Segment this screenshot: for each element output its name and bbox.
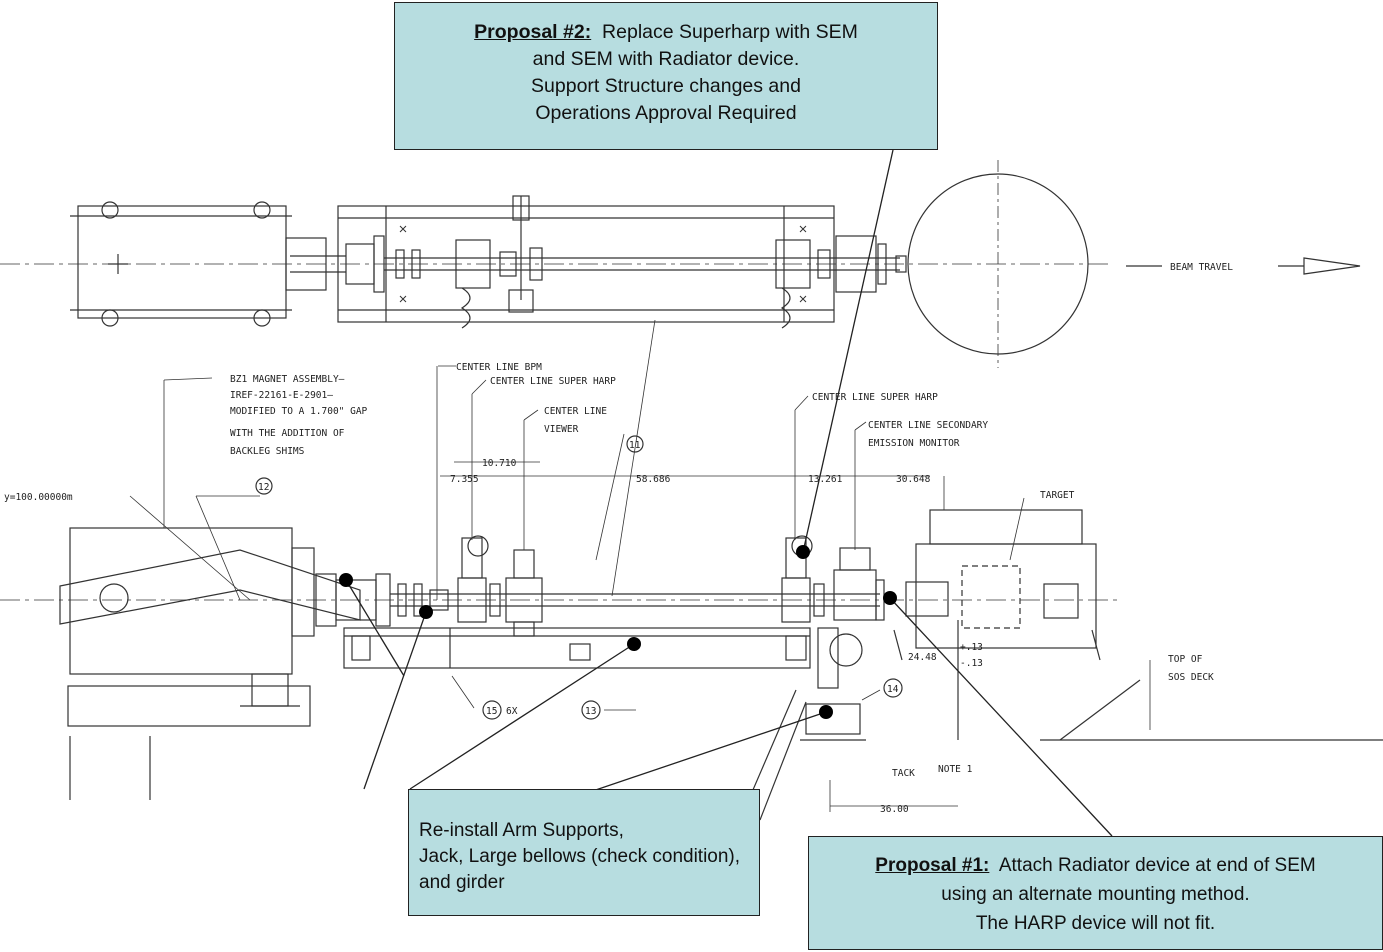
top-of-deck-label-2: SOS DECK	[1168, 672, 1214, 683]
balloons	[255, 435, 903, 720]
callout-dots	[339, 545, 897, 719]
centerline-superharp-left-label: CENTER LINE SUPER HARP	[490, 376, 616, 387]
dim-10-710: 10.710	[482, 458, 517, 469]
proposal-2-label: Proposal #2:	[474, 21, 592, 43]
dot-arm-support	[419, 605, 433, 619]
top-of-deck-label-1: TOP OF	[1168, 654, 1203, 665]
dim-24-48: 24.48	[908, 652, 937, 663]
magnet-note-line-4: WITH THE ADDITION OF	[230, 428, 345, 439]
proposal-1-line-3: The HARP device will not fit.	[975, 913, 1216, 934]
centerline-viewer-label-2: VIEWER	[544, 424, 579, 435]
balloon-12: 12	[258, 482, 269, 493]
proposal-1-line-1: Attach Radiator device at end of SEM	[998, 855, 1316, 876]
proposal-1-line-2: using an alternate mounting method.	[941, 884, 1250, 905]
note-label: NOTE 1	[938, 764, 973, 775]
balloon-11: 11	[629, 440, 641, 451]
reinstall-line-2: Jack, Large bellows (check condition),	[419, 846, 741, 867]
reinstall-callout: Re-install Arm Supports, Jack, Large bel…	[408, 789, 760, 916]
dim-7-355: 7.355	[450, 474, 479, 485]
proposal-2-line-3: Support Structure changes and	[531, 75, 801, 97]
dot-sem-end	[883, 591, 897, 605]
centerline-bpm-label: CENTER LINE BPM	[456, 362, 542, 373]
dim-24-48-tol-plus: +.13	[960, 642, 983, 653]
dot-superharp	[796, 545, 810, 559]
magnet-note-line-5: BACKLEG SHIMS	[230, 446, 305, 457]
balloon-15: 15	[486, 706, 497, 717]
centerline-viewer-label-1: CENTER LINE	[544, 406, 607, 417]
dim-36-00: 36.00	[880, 804, 909, 815]
dim-13-261: 13.261	[808, 474, 843, 485]
dot-jack	[819, 705, 833, 719]
tack-label: TACK	[892, 768, 915, 779]
balloon-14: 14	[887, 684, 899, 695]
target-label: TARGET	[1040, 490, 1075, 501]
beam-travel-arrow	[1126, 257, 1361, 275]
centerline-sem-label-1: CENTER LINE SECONDARY	[868, 420, 988, 431]
beam-travel-label: BEAM TRAVEL	[1170, 262, 1233, 273]
proposal-2-line-1: Replace Superharp with SEM	[602, 21, 858, 43]
magnet-note-line-1: BZ1 MAGNET ASSEMBLY—	[230, 374, 345, 385]
proposal-2-callout: Proposal #2: Replace Superharp with SEM …	[394, 2, 938, 150]
centerline-sem-label-2: EMISSION MONITOR	[868, 438, 960, 449]
proposal-2-line-2: and SEM with Radiator device.	[532, 48, 800, 70]
proposal-1-label: Proposal #1:	[875, 855, 990, 876]
dim-58-686: 58.686	[636, 474, 671, 485]
callout-leaders	[345, 149, 1113, 837]
balloon-13: 13	[585, 706, 596, 717]
proposal-2-line-4: Operations Approval Required	[535, 102, 797, 124]
dim-24-48-tol-minus: -.13	[960, 658, 983, 669]
centerline-superharp-right-label: CENTER LINE SUPER HARP	[812, 392, 938, 403]
reinstall-line-3: and girder	[419, 872, 505, 893]
elevation-view	[0, 319, 1383, 821]
balloon-15-qty: 6X	[506, 706, 518, 717]
proposal-1-callout: Proposal #1: Attach Radiator device at e…	[808, 836, 1383, 950]
dot-girder	[627, 637, 641, 651]
magnet-note-line-3: MODIFIED TO A 1.700" GAP	[230, 406, 368, 417]
magnet-note-line-2: IREF-22161-E-2901—	[230, 390, 333, 401]
drawing-labels: BEAM TRAVEL CENTER LINE BPM CENTER LINE …	[4, 262, 1233, 815]
plan-view	[0, 160, 1110, 368]
y-elevation-label: y=100.00000m	[4, 492, 73, 503]
dot-large-bellows	[339, 573, 353, 587]
reinstall-line-1: Re-install Arm Supports,	[419, 820, 624, 841]
dim-30-648: 30.648	[896, 474, 931, 485]
